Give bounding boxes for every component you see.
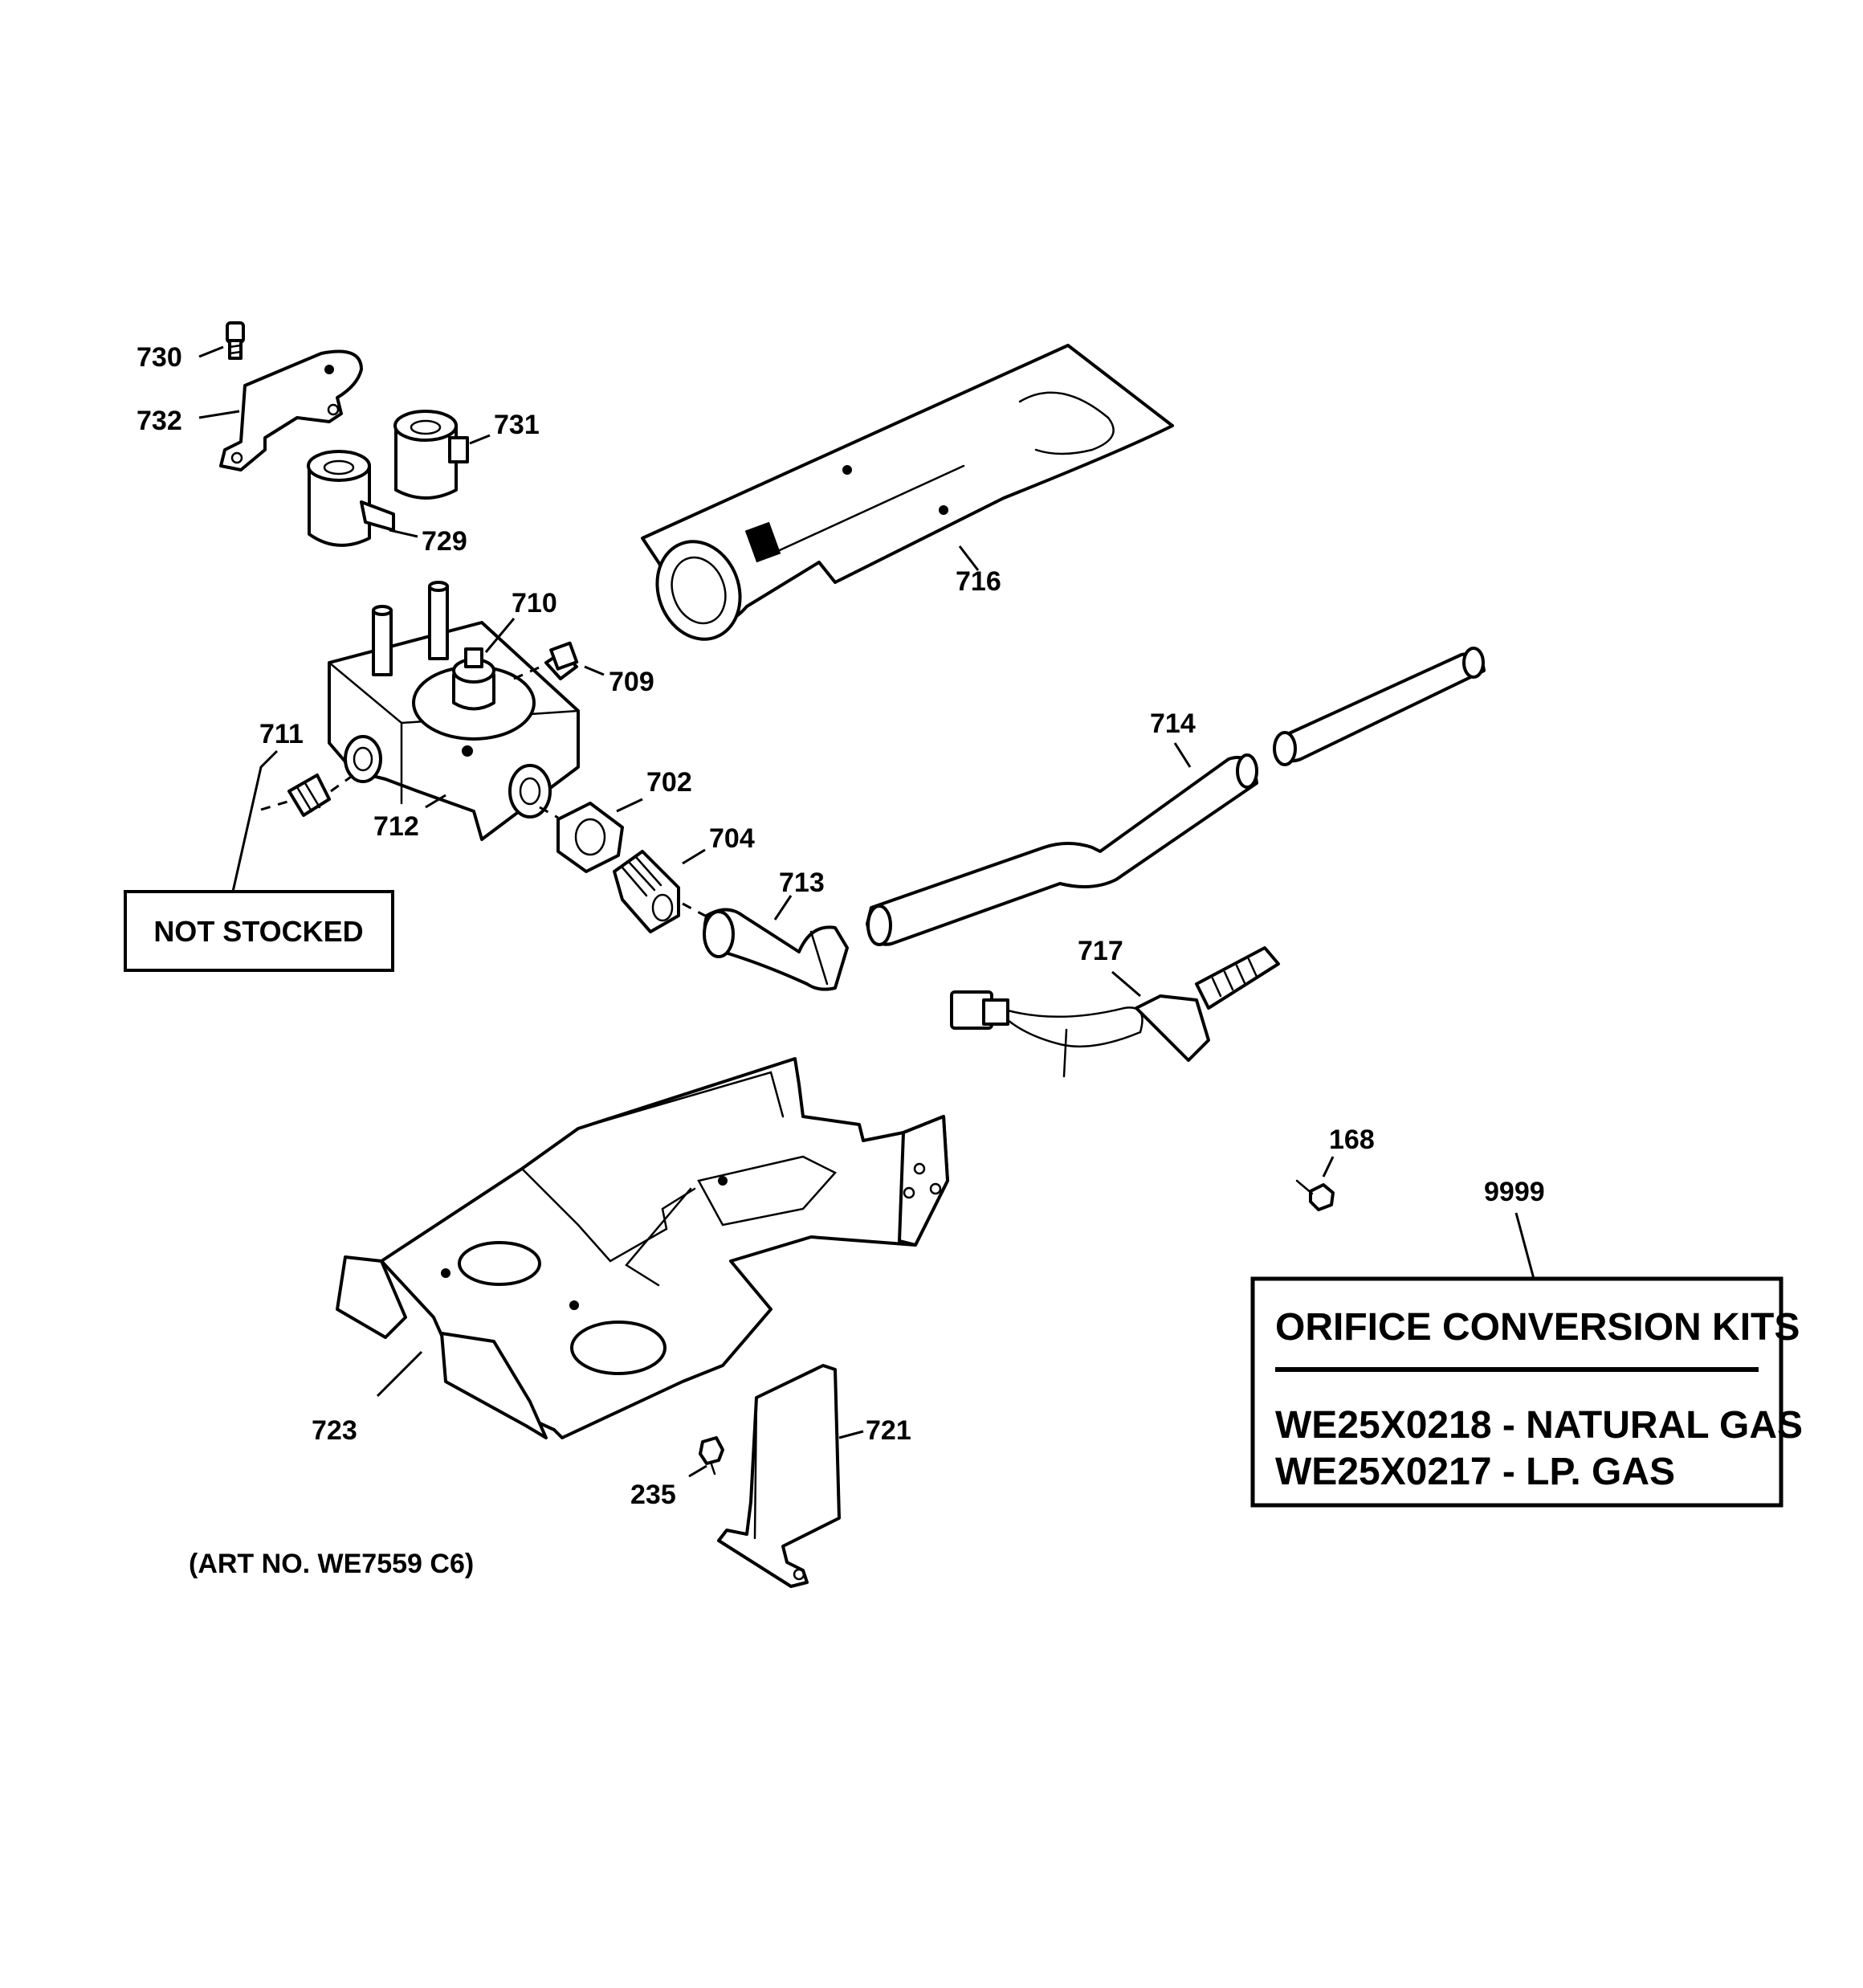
part-713-elbow xyxy=(703,908,849,991)
not-stocked-label: NOT STOCKED xyxy=(153,915,363,948)
kit-box-title: ORIFICE CONVERSION KITS xyxy=(1275,1306,1800,1349)
leader-731 xyxy=(469,434,491,445)
label-168: 168 xyxy=(1329,1125,1375,1155)
leader-717 xyxy=(1111,970,1141,998)
part-723-base-bracket xyxy=(336,1057,949,1439)
leader-704 xyxy=(682,848,706,865)
part-704-orifice xyxy=(613,850,680,933)
part-716-burner xyxy=(641,344,1174,641)
part-711-plug xyxy=(287,774,331,817)
part-714-pipe xyxy=(866,647,1486,946)
leader-235 xyxy=(688,1464,707,1478)
part-168-screw xyxy=(1295,1179,1335,1211)
art-number: (ART NO. WE7559 C6) xyxy=(189,1549,474,1579)
dash-711 xyxy=(330,774,354,793)
leader-713 xyxy=(773,895,793,921)
kit-box-lp-gas: WE25X0217 - LP. GAS xyxy=(1275,1451,1675,1493)
dash-709 xyxy=(513,663,545,680)
part-732-bracket xyxy=(219,349,363,471)
leader-729 xyxy=(389,529,418,538)
dash-711b xyxy=(260,800,288,811)
leader-730 xyxy=(198,345,224,358)
label-717: 717 xyxy=(1078,936,1123,966)
label-730: 730 xyxy=(137,342,182,373)
label-9999: 9999 xyxy=(1484,1177,1545,1207)
label-713: 713 xyxy=(779,867,825,898)
part-717-igniter xyxy=(950,946,1280,1078)
label-721: 721 xyxy=(866,1415,911,1446)
part-731-coil xyxy=(393,410,469,500)
leader-723 xyxy=(376,1350,423,1398)
leader-712 xyxy=(425,794,446,809)
leader-716 xyxy=(958,545,980,571)
label-712: 712 xyxy=(373,811,419,842)
label-714: 714 xyxy=(1150,708,1196,739)
label-732: 732 xyxy=(137,406,182,436)
label-710: 710 xyxy=(512,588,557,618)
leader-168 xyxy=(1322,1156,1335,1178)
leader-711 xyxy=(231,749,279,892)
label-729: 729 xyxy=(422,526,467,557)
label-704: 704 xyxy=(709,823,755,854)
label-709: 709 xyxy=(609,667,654,697)
orifice-kit-box: ORIFICE CONVERSION KITS WE25X0218 - NATU… xyxy=(1250,1276,1803,1508)
part-712-gas-valve xyxy=(328,581,580,841)
label-235: 235 xyxy=(630,1480,676,1510)
leader-702 xyxy=(616,798,643,813)
label-723: 723 xyxy=(312,1415,357,1446)
label-731: 731 xyxy=(494,410,540,440)
leader-714 xyxy=(1173,742,1192,768)
part-702-nut xyxy=(556,802,624,873)
leader-710 xyxy=(484,618,516,653)
label-711: 711 xyxy=(259,719,304,749)
not-stocked-callout: NOT STOCKED xyxy=(124,890,394,972)
part-729-coil xyxy=(307,450,395,547)
leader-721 xyxy=(838,1430,864,1439)
leader-9999 xyxy=(1514,1212,1535,1280)
kit-box-natural-gas: WE25X0218 - NATURAL GAS xyxy=(1275,1404,1803,1447)
part-730-screw xyxy=(226,321,245,360)
leader-709 xyxy=(584,665,605,676)
dash-702 xyxy=(539,806,559,819)
leader-732 xyxy=(198,410,240,419)
label-702: 702 xyxy=(646,767,692,798)
part-709-fitting xyxy=(544,641,579,680)
dash-713 xyxy=(682,902,706,917)
label-716: 716 xyxy=(956,566,1001,597)
part-235-screw xyxy=(699,1436,724,1476)
part-721-shield xyxy=(717,1364,841,1588)
